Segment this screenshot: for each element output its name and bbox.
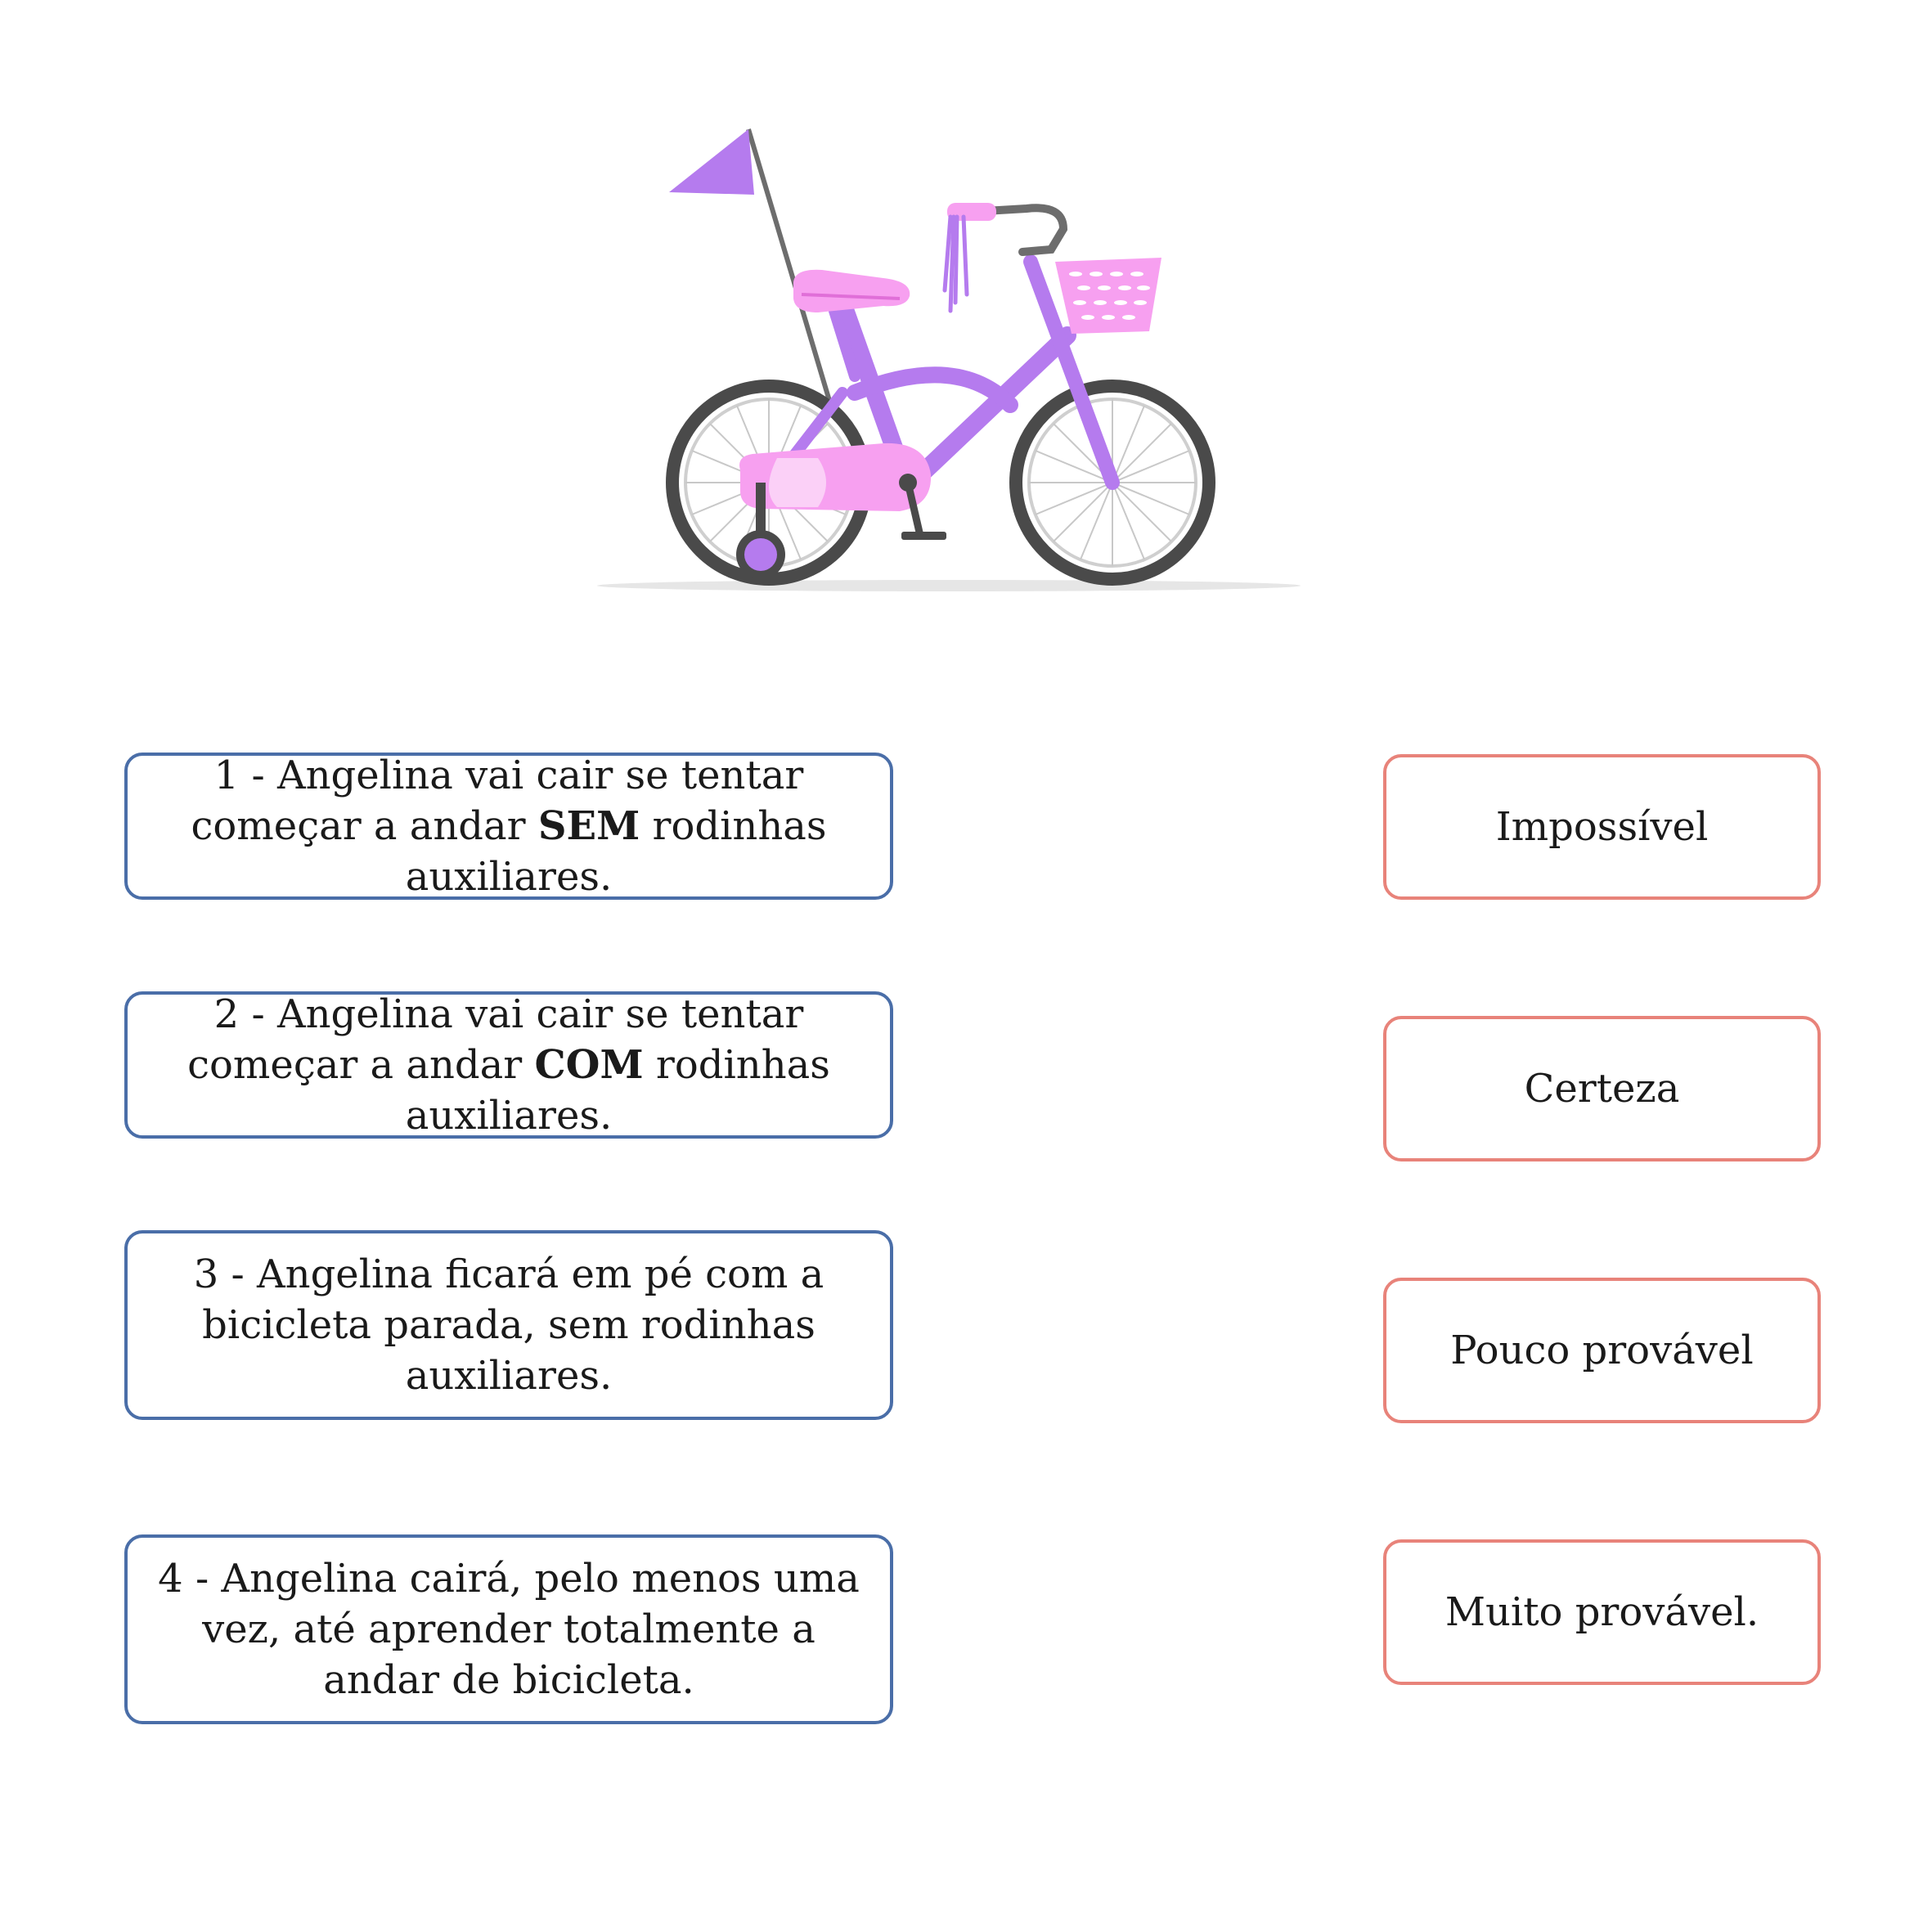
statement-1[interactable]: 1 - Angelina vai cair se tentar começar … bbox=[124, 753, 893, 900]
option-muito-provavel[interactable]: Muito provável. bbox=[1383, 1539, 1821, 1685]
statement-2-text: 2 - Angelina vai cair se tentar começar … bbox=[187, 991, 804, 1088]
statement-4[interactable]: 4 - Angelina cairá, pelo menos uma vez, … bbox=[124, 1534, 893, 1724]
bicycle-illustration bbox=[597, 128, 1301, 591]
statement-3[interactable]: 3 - Angelina ficará em pé com a biciclet… bbox=[124, 1230, 893, 1420]
statement-4-text: 4 - Angelina cairá, pelo menos uma vez, … bbox=[158, 1556, 860, 1703]
option-4-label: Muito provável. bbox=[1445, 1589, 1759, 1635]
option-impossivel[interactable]: Impossível bbox=[1383, 754, 1821, 900]
statement-2-bold: COM bbox=[534, 1042, 644, 1088]
statement-2-tail: rodinhas auxiliares. bbox=[405, 1042, 830, 1139]
option-3-label: Pouco provável bbox=[1450, 1328, 1754, 1373]
option-certeza[interactable]: Certeza bbox=[1383, 1016, 1821, 1161]
statement-1-bold: SEM bbox=[537, 803, 640, 849]
statement-3-text: 3 - Angelina ficará em pé com a biciclet… bbox=[193, 1251, 824, 1399]
statement-1-text: 1 - Angelina vai cair se tentar começar … bbox=[191, 753, 804, 849]
option-2-label: Certeza bbox=[1524, 1066, 1680, 1112]
statement-2[interactable]: 2 - Angelina vai cair se tentar começar … bbox=[124, 991, 893, 1139]
option-pouco-provavel[interactable]: Pouco provável bbox=[1383, 1278, 1821, 1423]
statement-1-tail: rodinhas auxiliares. bbox=[405, 803, 827, 900]
option-1-label: Impossível bbox=[1495, 804, 1709, 850]
